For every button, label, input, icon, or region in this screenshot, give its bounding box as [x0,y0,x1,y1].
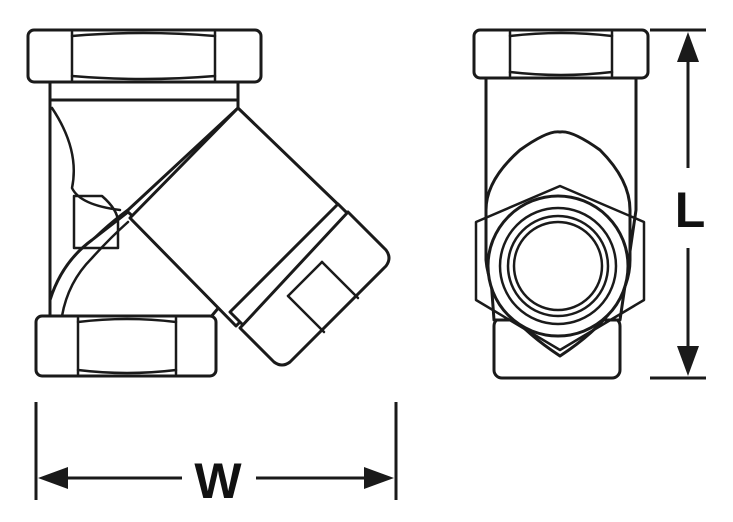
length-label: L [675,182,706,238]
top-hex-nut [26,28,263,84]
port-middle-ring [498,206,618,326]
side-port-bump [72,194,120,250]
outlet-hex-flats [474,184,646,352]
body-contour-lower [60,220,130,318]
length-dimension: L [650,28,706,380]
port-inner-ring [506,214,610,318]
width-dimension: W [34,402,398,509]
port-bore [512,220,604,312]
top-collar-band [48,80,240,102]
screen-cap-hex [238,210,391,367]
width-arrow-left [38,467,68,489]
end-view-top-hex-nut [472,28,650,80]
strainer-front-view [26,28,391,378]
bottom-hex-nut [34,314,218,378]
length-arrow-top [677,32,699,62]
strainer-end-view [472,28,650,380]
body-contour-upper [50,106,122,212]
width-label: W [194,453,242,509]
width-arrow-right [364,467,394,489]
length-arrow-bottom [677,346,699,376]
